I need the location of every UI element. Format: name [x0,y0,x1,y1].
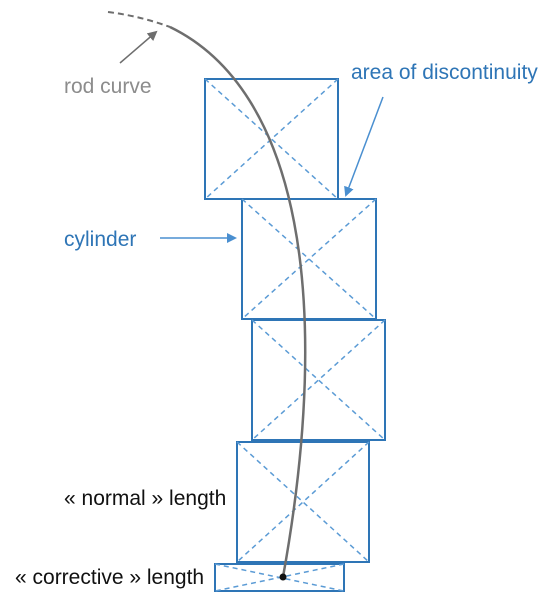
cylinder-2 [241,198,377,320]
area-of-discontinuity-label: area of discontinuity [351,61,538,84]
cylinder-corrective [214,563,345,592]
cylinder-label: cylinder [64,228,137,251]
cylinder-1 [204,78,339,200]
rod-curve-dashed [107,11,171,28]
rod-curve-label: rod curve [64,75,152,98]
cylinder-4 [236,441,370,563]
cylinder-3 [251,319,386,441]
rod-end-point [279,573,287,581]
rod-curve [169,25,307,578]
rod-curve-arrow [119,30,158,64]
normal-length-label: « normal » length [64,487,227,510]
corrective-length-label: « corrective » length [15,566,205,589]
discontinuity-arrow [344,96,384,197]
